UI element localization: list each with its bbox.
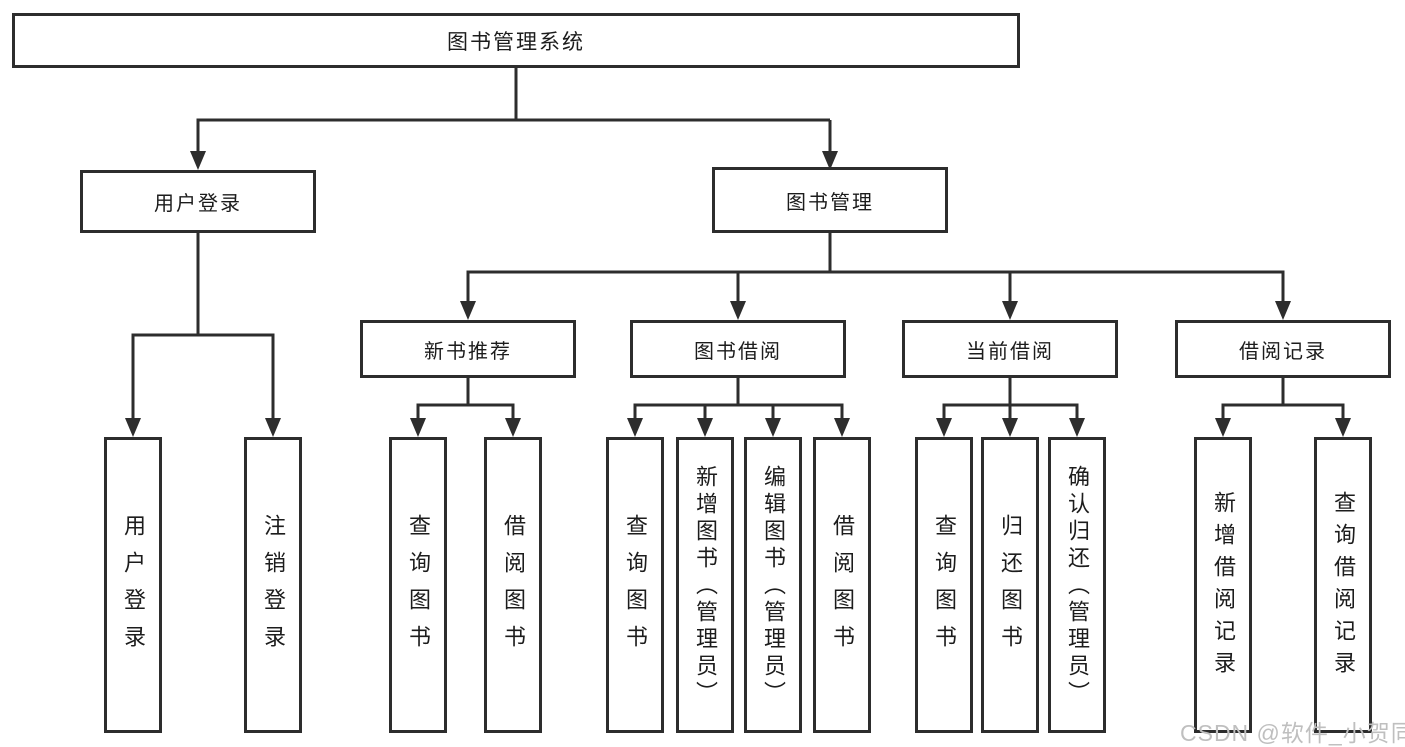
leaf-query-book-recommend: 查询图书 <box>389 437 447 733</box>
leaf-logout: 注销登录 <box>244 437 302 733</box>
node-current-borrow: 当前借阅 <box>902 320 1118 378</box>
node-library-management-system: 图书管理系统 <box>12 13 1020 68</box>
leaf-borrow-book: 借阅图书 <box>813 437 871 733</box>
csdn-watermark: CSDN @软件_小贺同学 <box>1180 720 1405 746</box>
connector-book-borrow-to-leaves <box>633 378 844 420</box>
leaf-confirm-return-admin: 确认归还（管理员） <box>1048 437 1106 733</box>
leaf-query-book-current: 查询图书 <box>915 437 973 733</box>
leaf-borrow-book-recommend: 借阅图书 <box>484 437 542 733</box>
node-new-book-recommend: 新书推荐 <box>360 320 576 378</box>
leaf-query-borrow-record: 查询借阅记录 <box>1314 437 1372 733</box>
connector-root-to-level2 <box>196 68 832 153</box>
leaf-add-borrow-record: 新增借阅记录 <box>1194 437 1252 733</box>
connector-new-book-recommend-to-leaves <box>416 378 515 420</box>
connector-user-login-to-leaves <box>131 233 275 420</box>
leaf-user-login: 用户登录 <box>104 437 162 733</box>
node-user-login: 用户登录 <box>80 170 316 233</box>
node-book-borrow: 图书借阅 <box>630 320 846 378</box>
connector-current-borrow-to-leaves <box>942 378 1079 420</box>
node-book-management: 图书管理 <box>712 167 948 233</box>
connector-book-management-to-level3 <box>466 233 1285 303</box>
leaf-edit-book-admin: 编辑图书（管理员） <box>744 437 802 733</box>
connector-borrow-records-to-leaves <box>1221 378 1345 420</box>
leaf-query-book-borrow: 查询图书 <box>606 437 664 733</box>
leaf-return-book: 归还图书 <box>981 437 1039 733</box>
leaf-add-book-admin: 新增图书（管理员） <box>676 437 734 733</box>
node-borrow-records: 借阅记录 <box>1175 320 1391 378</box>
